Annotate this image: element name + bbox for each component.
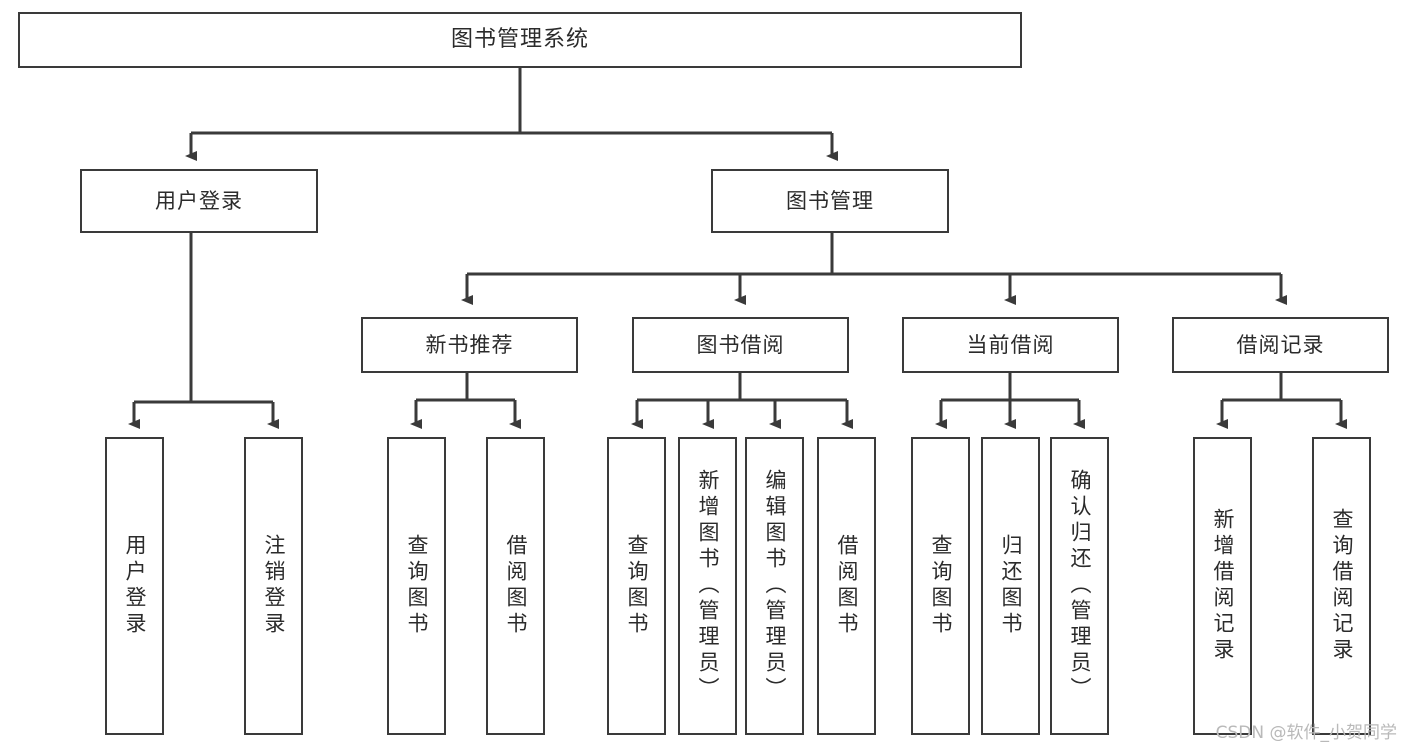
node-leaf-add-book-admin-label: 新增图书（管理员） (696, 469, 720, 703)
node-leaf-query-book-1-label: 查询图书 (405, 534, 429, 638)
node-leaf-borrow-book-1[interactable]: 借阅图书 (486, 437, 545, 735)
node-leaf-confirm-return-admin[interactable]: 确认归还（管理员） (1050, 437, 1109, 735)
node-current-borrow-label: 当前借阅 (966, 332, 1055, 357)
node-leaf-query-book-2[interactable]: 查询图书 (607, 437, 666, 735)
node-leaf-query-book-3[interactable]: 查询图书 (911, 437, 970, 735)
node-book-management[interactable]: 图书管理 (711, 169, 949, 233)
node-leaf-edit-book-admin[interactable]: 编辑图书（管理员） (745, 437, 804, 735)
node-leaf-query-borrow-record-label: 查询借阅记录 (1330, 508, 1354, 664)
node-borrow-record[interactable]: 借阅记录 (1172, 317, 1389, 373)
node-leaf-add-borrow-record[interactable]: 新增借阅记录 (1193, 437, 1252, 735)
node-book-borrow[interactable]: 图书借阅 (632, 317, 849, 373)
node-user-login-label: 用户登录 (155, 188, 243, 213)
node-leaf-query-borrow-record[interactable]: 查询借阅记录 (1312, 437, 1371, 735)
node-leaf-borrow-book-2-label: 借阅图书 (835, 534, 859, 638)
node-leaf-logout-label: 注销登录 (262, 534, 286, 638)
node-leaf-confirm-return-admin-label: 确认归还（管理员） (1068, 469, 1092, 703)
node-leaf-borrow-book-2[interactable]: 借阅图书 (817, 437, 876, 735)
node-borrow-record-label: 借阅记录 (1236, 332, 1325, 357)
watermark: CSDN @软件_小贺同学 (1215, 723, 1397, 743)
node-root[interactable]: 图书管理系统 (18, 12, 1022, 68)
node-leaf-query-book-2-label: 查询图书 (625, 534, 649, 638)
node-leaf-user-login[interactable]: 用户登录 (105, 437, 164, 735)
node-leaf-return-book[interactable]: 归还图书 (981, 437, 1040, 735)
node-leaf-borrow-book-1-label: 借阅图书 (504, 534, 528, 638)
node-leaf-query-book-1[interactable]: 查询图书 (387, 437, 446, 735)
node-new-book-recommend-label: 新书推荐 (425, 332, 514, 357)
node-leaf-add-book-admin[interactable]: 新增图书（管理员） (678, 437, 737, 735)
node-current-borrow[interactable]: 当前借阅 (902, 317, 1119, 373)
node-leaf-add-borrow-record-label: 新增借阅记录 (1211, 508, 1235, 664)
node-leaf-logout[interactable]: 注销登录 (244, 437, 303, 735)
node-leaf-return-book-label: 归还图书 (999, 534, 1023, 638)
node-leaf-user-login-label: 用户登录 (123, 534, 147, 638)
node-user-login[interactable]: 用户登录 (80, 169, 318, 233)
node-leaf-query-book-3-label: 查询图书 (929, 534, 953, 638)
node-new-book-recommend[interactable]: 新书推荐 (361, 317, 578, 373)
node-book-borrow-label: 图书借阅 (696, 332, 785, 357)
node-leaf-edit-book-admin-label: 编辑图书（管理员） (763, 469, 787, 703)
node-book-management-label: 图书管理 (786, 188, 874, 213)
node-root-label: 图书管理系统 (450, 27, 589, 53)
